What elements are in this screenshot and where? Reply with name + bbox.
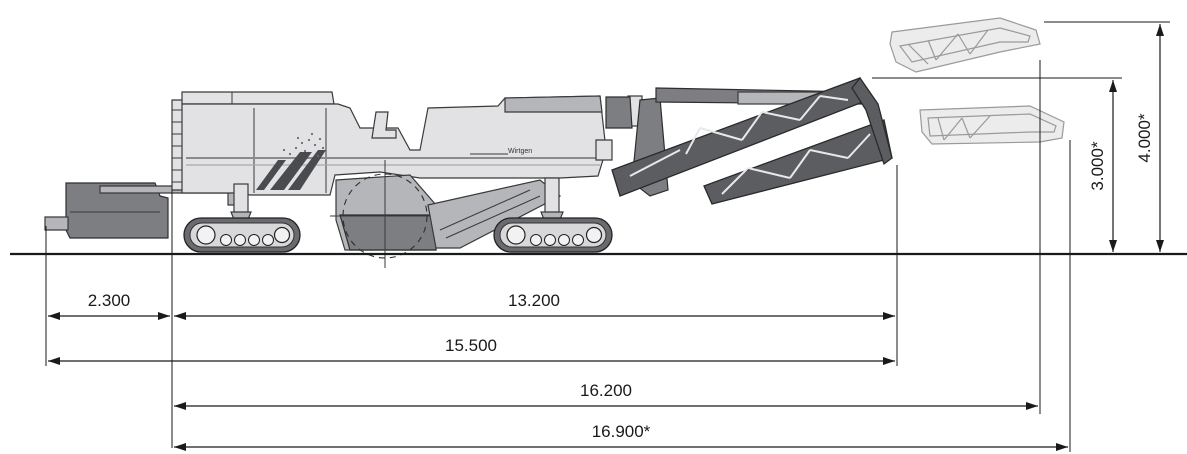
dimension-16200: 16.200 <box>174 381 1038 410</box>
brand-logo-text: Wirtgen <box>508 148 532 155</box>
discharge-conveyor <box>611 76 893 205</box>
cold-milling-machine: Wirtgen <box>44 17 1065 268</box>
vertical-dimensions: 3.000* 4.000* <box>1088 24 1164 252</box>
dimension-label-16200: 16.200 <box>580 381 632 400</box>
dimension-2300: 2.300 <box>48 291 170 320</box>
machine-body <box>171 91 613 196</box>
milling-drum <box>330 160 562 268</box>
front-track <box>493 177 613 253</box>
extension-lines <box>45 21 1170 452</box>
dimension-3000: 3.000* <box>1088 80 1117 252</box>
dimension-label-16900: 16.900* <box>592 422 651 441</box>
dimension-label-15500: 15.500 <box>445 336 497 355</box>
conveyor-ghost-upper <box>889 17 1041 73</box>
conveyor-ghost-lower <box>919 105 1065 145</box>
dimension-label-2300: 2.300 <box>88 291 131 310</box>
dimension-13200: 13.200 <box>174 291 895 320</box>
dimension-label-3000: 3.000* <box>1088 141 1107 191</box>
dimension-16900: 16.900* <box>174 422 1068 451</box>
dimension-label-13200: 13.200 <box>508 291 560 310</box>
horizontal-dimensions: 2.300 13.200 15.500 16.200 16.900* <box>48 291 1068 451</box>
dimension-4000: 4.000* <box>1135 24 1164 252</box>
dimension-label-4000: 4.000* <box>1135 113 1154 163</box>
rear-track <box>183 183 301 253</box>
dimension-15500: 15.500 <box>48 336 895 365</box>
